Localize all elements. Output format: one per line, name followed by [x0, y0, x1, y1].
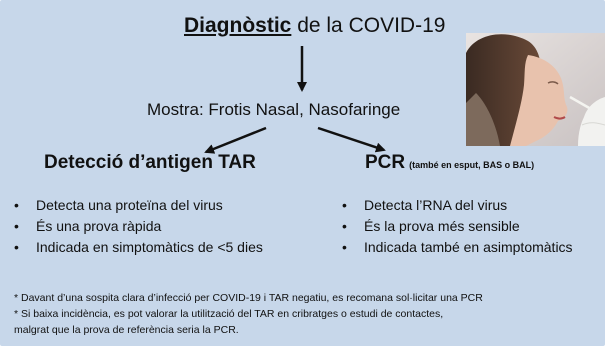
- footnote: malgrat que la prova de referència seria…: [14, 324, 239, 336]
- arrow-right: [317, 126, 386, 153]
- slide-title: Diagnòstic de la COVID-19: [184, 14, 445, 38]
- footnote: * Davant d’una sospita clara d’infecció …: [14, 292, 483, 304]
- title-emphasis: Diagnòstic: [184, 14, 292, 37]
- nasal-swab-photo: [466, 33, 605, 146]
- list-item: •Indicada també en asimptomàtics: [342, 237, 573, 258]
- footnotes: * Davant d’una sospita clara d’infecció …: [14, 290, 483, 338]
- bullet-icon: •: [14, 239, 19, 255]
- bullet-icon: •: [14, 197, 19, 213]
- bullet-icon: •: [342, 239, 347, 255]
- pcr-heading-label: PCR: [365, 152, 406, 173]
- bullet-icon: •: [342, 197, 347, 213]
- list-item: •Detecta una proteïna del virus: [14, 195, 263, 216]
- list-item: •És la prova més sensible: [342, 216, 573, 237]
- list-item: •Detecta l’RNA del virus: [342, 195, 573, 216]
- list-item: •És una prova ràpida: [14, 216, 263, 237]
- title-rest: de la COVID-19: [291, 14, 446, 37]
- footnote: * Si baixa incidència, es pot valorar la…: [14, 308, 444, 320]
- antigen-test-heading: Detecció d’antigen TAR: [44, 152, 256, 173]
- antigen-test-list: •Detecta una proteïna del virus •És una …: [14, 195, 263, 258]
- pcr-heading-note: (també en esput, BAS o BAL): [409, 160, 535, 170]
- pcr-list: •Detecta l’RNA del virus •És la prova mé…: [342, 195, 573, 258]
- bullet-icon: •: [342, 218, 347, 234]
- pcr-heading: PCR(també en esput, BAS o BAL): [365, 152, 534, 174]
- bullet-icon: •: [14, 218, 19, 234]
- sample-type: Mostra: Frotis Nasal, Nasofaringe: [147, 100, 401, 119]
- list-item: •Indicada en simptomàtics de <5 dies: [14, 237, 263, 258]
- arrow-left: [204, 126, 267, 154]
